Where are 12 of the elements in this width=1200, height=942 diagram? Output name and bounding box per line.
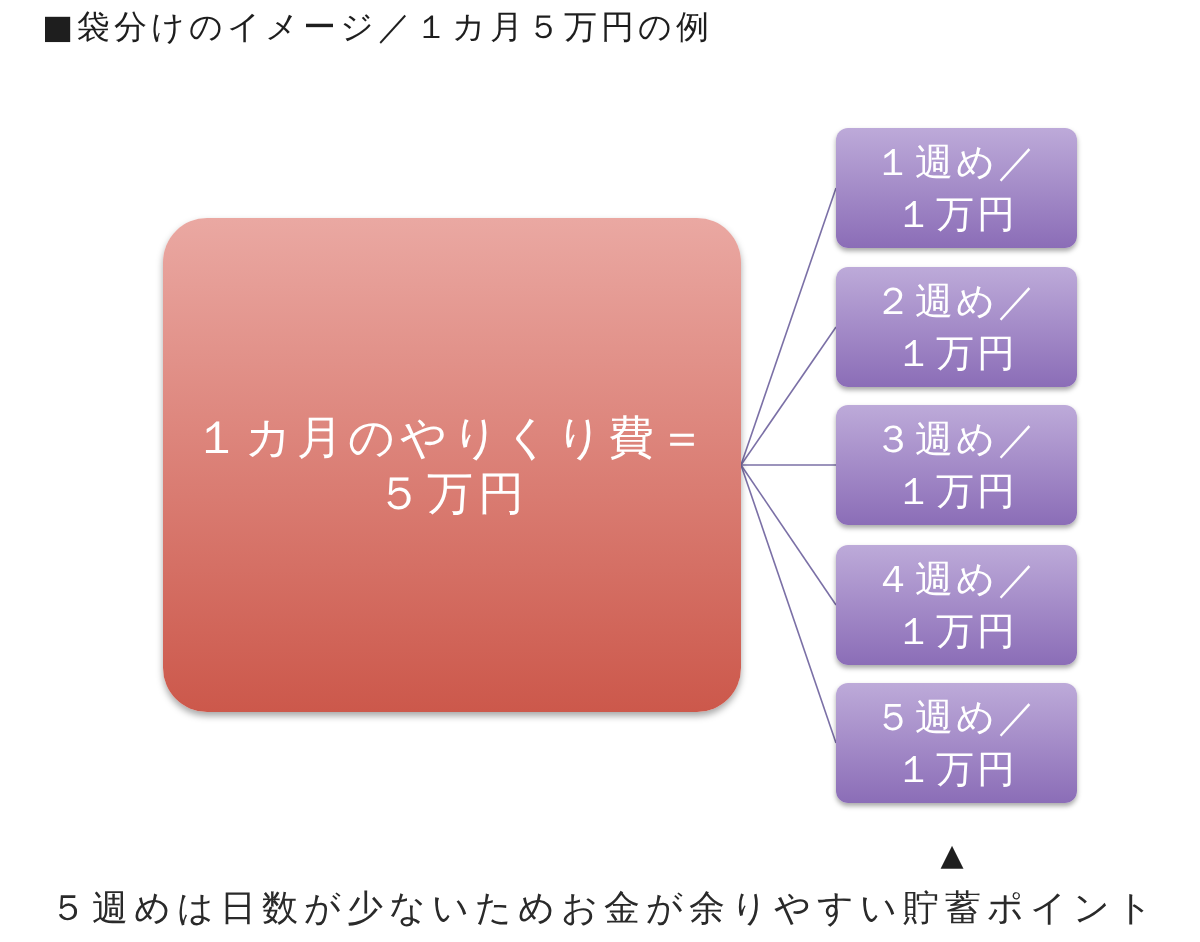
- connector-line: [740, 326, 837, 466]
- pointer-label: ▲: [940, 840, 964, 870]
- week-box: ４週め／１万円: [836, 545, 1077, 665]
- week-box: １週め／１万円: [836, 128, 1077, 248]
- week-box: ２週め／１万円: [836, 267, 1077, 387]
- budget-box: １カ月のやりくり費＝５万円: [163, 218, 741, 712]
- week-box: ５週め／１万円: [836, 683, 1077, 803]
- note-text: ５週めは日数が少ないためお金が余りやすい貯蓄ポイント: [50, 886, 1159, 930]
- connector-line: [740, 464, 837, 606]
- title: ■袋分けのイメージ／１カ月５万円の例: [42, 7, 714, 47]
- week-box: ３週め／１万円: [836, 405, 1077, 525]
- connector-line: [740, 464, 837, 466]
